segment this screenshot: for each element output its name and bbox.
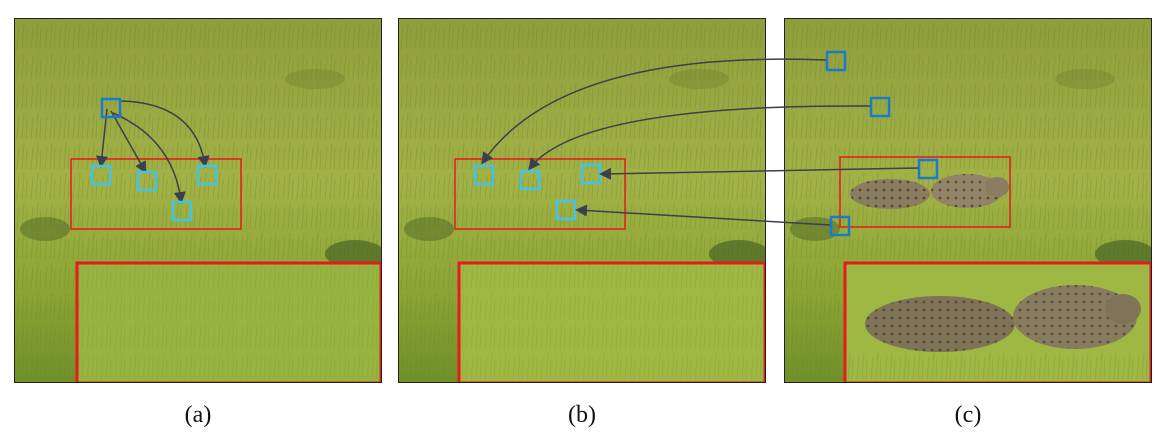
panel-b bbox=[398, 18, 766, 383]
panel-c bbox=[784, 18, 1152, 383]
panel-caption: (a) bbox=[184, 402, 212, 428]
grass-leopard-image-c bbox=[785, 19, 1151, 382]
grass-image-b bbox=[399, 19, 765, 382]
grass-image-a bbox=[15, 19, 381, 382]
panel-a bbox=[14, 18, 382, 383]
panel-caption: (b) bbox=[568, 402, 596, 428]
panel-caption: (c) bbox=[954, 402, 982, 428]
